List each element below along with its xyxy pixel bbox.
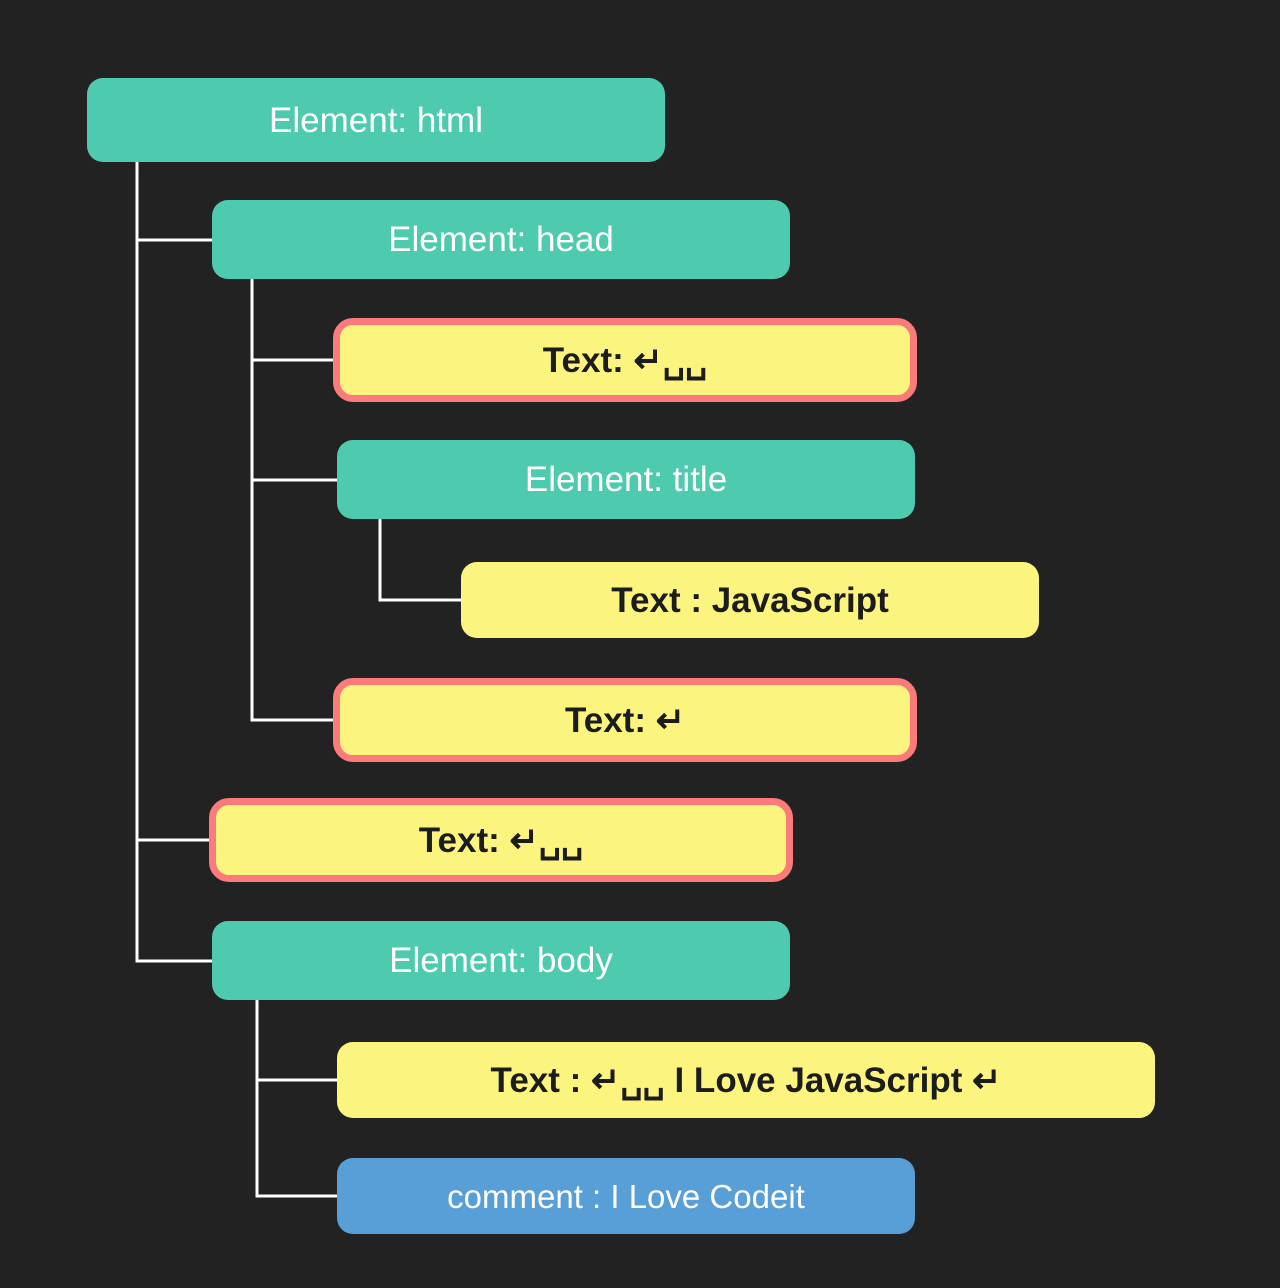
edge-html-to-head bbox=[135, 162, 212, 242]
tree-node-head-text-1[interactable]: Text: ↵␣␣ bbox=[333, 318, 917, 402]
edge-head-to-head-text-1 bbox=[250, 279, 333, 362]
tree-node-head-text-2[interactable]: Text: ↵ bbox=[333, 678, 917, 762]
tree-node-label: comment : I Love Codeit bbox=[447, 1177, 805, 1215]
tree-node-label: Text: ↵␣␣ bbox=[418, 820, 584, 860]
tree-node-body[interactable]: Element: body bbox=[212, 921, 790, 1000]
tree-node-title-text[interactable]: Text : JavaScript bbox=[461, 562, 1039, 638]
tree-node-label: Text: ↵ bbox=[564, 700, 686, 740]
edge-head-to-head-text-2 bbox=[250, 279, 333, 722]
edge-html-to-body bbox=[135, 162, 212, 963]
tree-node-label: Text : ↵␣␣ I Love JavaScript ↵ bbox=[490, 1060, 1002, 1100]
tree-node-head[interactable]: Element: head bbox=[212, 200, 790, 279]
tree-node-label: Element: head bbox=[388, 220, 614, 259]
tree-node-label: Text : JavaScript bbox=[611, 580, 889, 620]
tree-node-label: Element: body bbox=[389, 941, 613, 980]
tree-node-title[interactable]: Element: title bbox=[337, 440, 915, 519]
tree-node-label: Element: html bbox=[269, 100, 483, 140]
tree-node-body-text[interactable]: Text : ↵␣␣ I Love JavaScript ↵ bbox=[337, 1042, 1155, 1118]
edge-head-to-title bbox=[250, 279, 337, 482]
tree-node-body-comment[interactable]: comment : I Love Codeit bbox=[337, 1158, 915, 1234]
edge-body-to-body-comment bbox=[255, 1000, 337, 1198]
tree-node-label: Element: title bbox=[524, 460, 728, 499]
edge-title-to-title-text bbox=[378, 519, 461, 602]
edge-body-to-body-text bbox=[255, 1000, 337, 1082]
tree-node-html[interactable]: Element: html bbox=[87, 78, 665, 162]
edge-html-to-html-text bbox=[135, 162, 209, 842]
tree-node-html-text[interactable]: Text: ↵␣␣ bbox=[209, 798, 793, 882]
tree-node-label: Text: ↵␣␣ bbox=[542, 340, 708, 380]
